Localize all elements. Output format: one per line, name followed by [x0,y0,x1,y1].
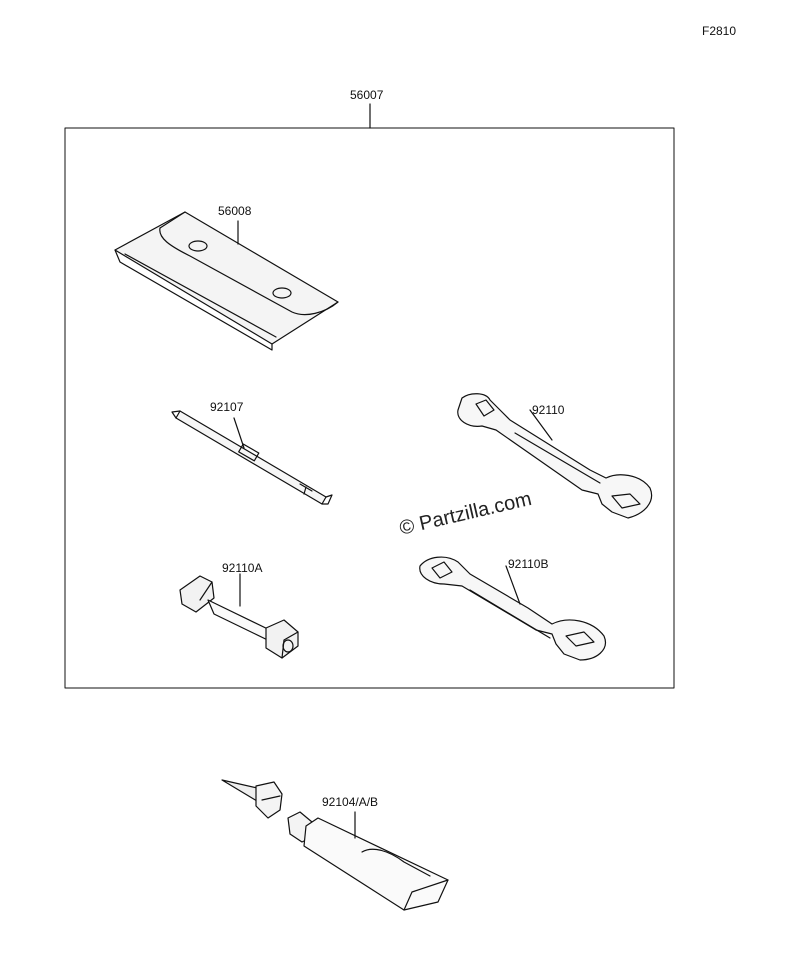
kit-frame [64,127,675,689]
tool-case-pouch [114,211,339,351]
part-label-56007: 56007 [350,88,384,102]
figure-code: F2810 [702,24,737,38]
part-label-92110a: 92110A [222,561,263,575]
part-label-92110: 92110 [532,403,565,417]
part-label-92107: 92107 [210,400,244,414]
wrench-92110b [419,556,606,661]
part-label-92110b: 92110B [508,557,549,571]
wrench-92110 [457,393,653,519]
part-label-56008: 56008 [218,204,252,218]
screwdriver [171,410,333,505]
part-label-92104: 92104/A/B [322,795,379,809]
repair-kit-tube [221,779,449,911]
socket-wrench [179,573,299,659]
